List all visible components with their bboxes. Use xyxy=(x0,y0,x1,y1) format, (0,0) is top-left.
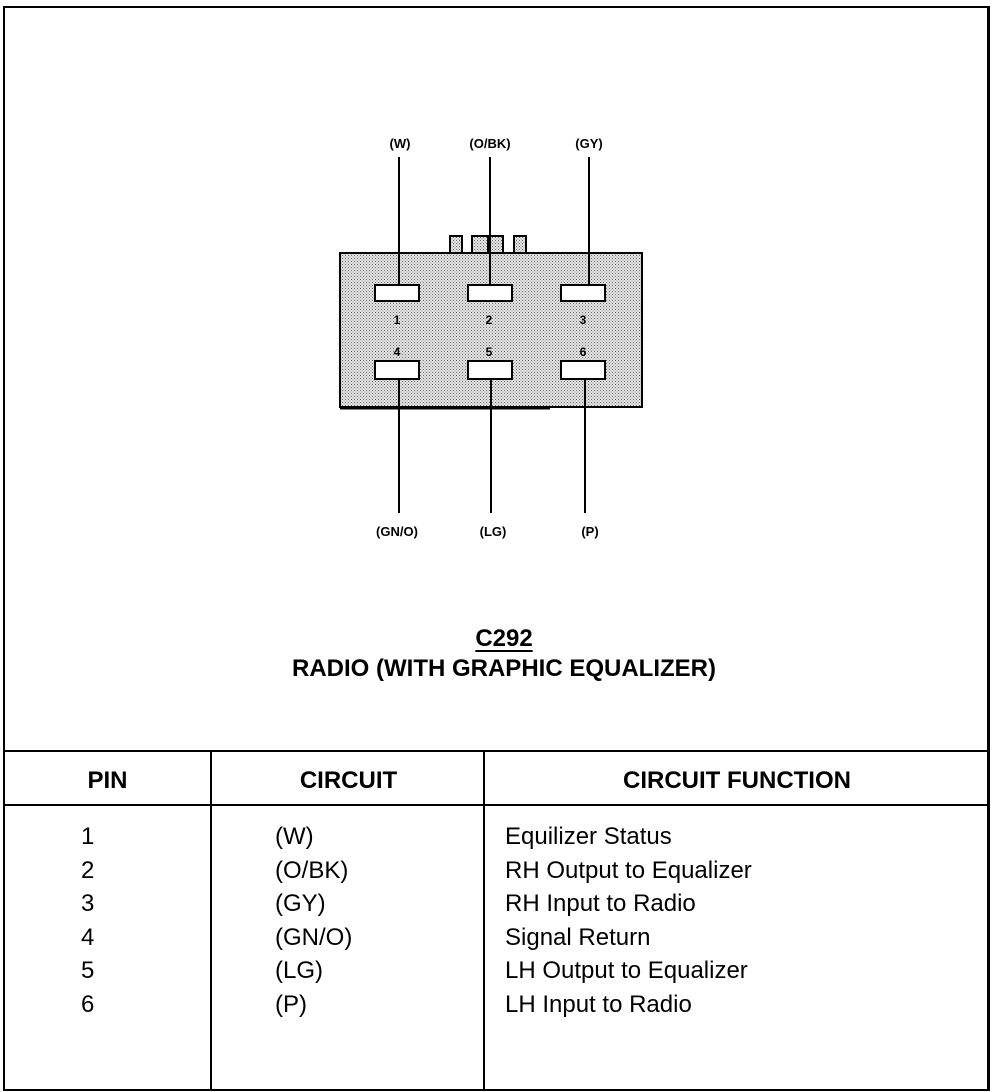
table-row-pin: 5 xyxy=(81,957,95,985)
pin-cavity-6 xyxy=(560,360,606,380)
wire-5: 5 (LG) xyxy=(467,345,513,539)
pin-number-5: 5 xyxy=(486,345,493,359)
pin-number-1: 1 xyxy=(394,313,401,327)
locking-tab-right xyxy=(513,235,527,254)
circuit-column: (W) (O/BK) (GY) (GN/O) (LG) (P) xyxy=(275,820,352,1022)
table-row-function: RH Input to Radio xyxy=(505,890,696,918)
table-row-circuit: (W) xyxy=(275,823,314,850)
table-row-circuit: (O/BK) xyxy=(275,856,349,884)
table-row-pin: 6 xyxy=(81,990,95,1018)
connector-id: C292 xyxy=(475,625,533,652)
pin-cavity-1 xyxy=(374,284,420,302)
wire-label-4: (GN/O) xyxy=(376,524,418,539)
locking-tab-left xyxy=(449,235,463,254)
wire-2: (O/BK) 2 xyxy=(467,136,513,327)
connector-description: RADIO (WITH GRAPHIC EQUALIZER) xyxy=(292,655,716,682)
pin-column: 1 2 3 4 5 6 xyxy=(81,820,94,1022)
wire-label-2: (O/BK) xyxy=(469,136,510,151)
column-divider-2 xyxy=(483,752,485,1091)
pin-number-6: 6 xyxy=(580,345,587,359)
function-column: Equilizer Status RH Output to Equalizer … xyxy=(505,820,752,1022)
pin-cavity-2 xyxy=(467,284,513,302)
table-row-pin: 3 xyxy=(81,890,95,918)
table-row-circuit: (GN/O) xyxy=(275,923,353,951)
header-circuit-function: CIRCUIT FUNCTION xyxy=(623,767,851,794)
header-pin: PIN xyxy=(87,767,128,794)
wire-3: (GY) 3 xyxy=(560,136,606,327)
pin-cavity-4 xyxy=(374,360,420,380)
wire-label-6: (P) xyxy=(581,524,598,539)
pin-number-3: 3 xyxy=(580,313,587,327)
pin-cavity-3 xyxy=(560,284,606,302)
header-divider xyxy=(5,804,987,806)
table-row-pin: 1 xyxy=(81,823,95,850)
wire-6: 6 (P) xyxy=(560,345,606,539)
page-frame xyxy=(3,6,990,1091)
table-row-circuit: (P) xyxy=(275,990,307,1018)
wire-label-1: (W) xyxy=(390,136,411,151)
connector-title: C292 RADIO (WITH GRAPHIC EQUALIZER) xyxy=(0,624,1008,684)
table-row-circuit: (LG) xyxy=(275,957,323,985)
pin-cavity-5 xyxy=(467,360,513,380)
connector-diagram: (W) 1 (O/BK) 2 (GY) 3 4 (GN/O) 5 (LG) 6 … xyxy=(339,136,643,539)
wire-label-3: (GY) xyxy=(575,136,602,151)
header-circuit: CIRCUIT xyxy=(299,767,398,794)
table-row-function: LH Output to Equalizer xyxy=(505,957,748,985)
pin-number-4: 4 xyxy=(394,345,401,359)
pin-number-2: 2 xyxy=(486,313,493,327)
column-divider-1 xyxy=(210,752,212,1091)
wire-1: (W) 1 xyxy=(374,136,420,327)
wire-label-5: (LG) xyxy=(480,524,507,539)
table-row-pin: 4 xyxy=(81,923,95,951)
table-row-function: RH Output to Equalizer xyxy=(505,856,752,884)
table-row-function: LH Input to Radio xyxy=(505,990,692,1018)
table-row-circuit: (GY) xyxy=(275,890,326,918)
table-row-function: Signal Return xyxy=(505,923,651,951)
wire-4: 4 (GN/O) xyxy=(374,345,420,539)
table-row-pin: 2 xyxy=(81,856,95,884)
pinout-table: PIN CIRCUIT CIRCUIT FUNCTION 1 2 3 4 5 6… xyxy=(5,750,987,1091)
table-row-function: Equilizer Status xyxy=(505,823,672,850)
